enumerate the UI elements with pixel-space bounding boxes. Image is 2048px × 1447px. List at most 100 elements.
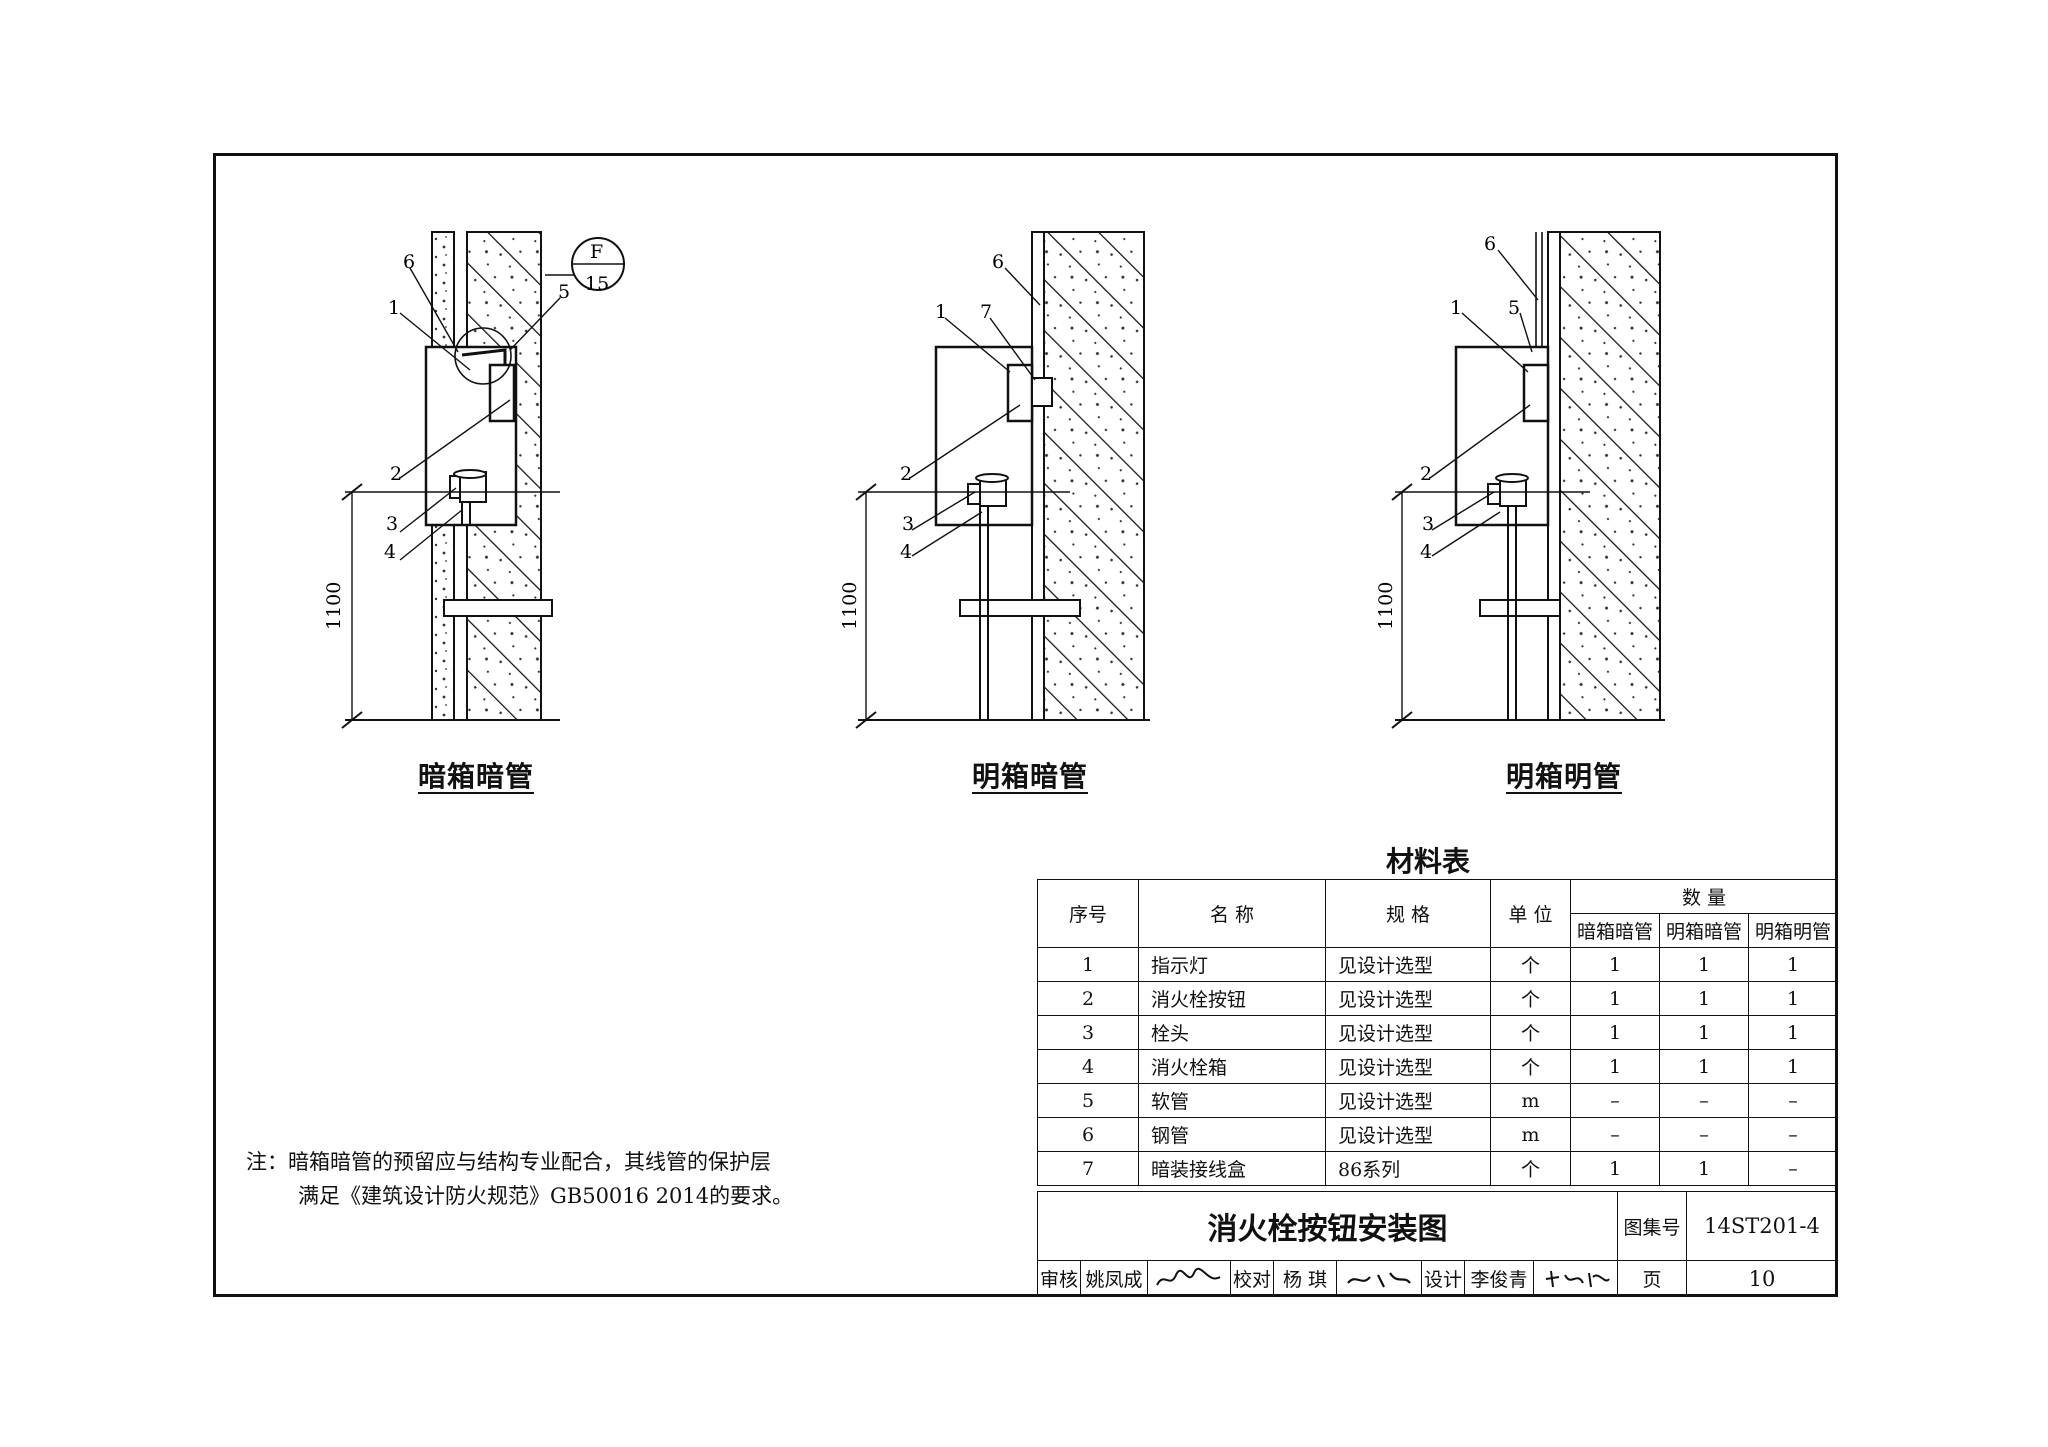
- table-row: 7 暗装接线盒 86系列 个 1 1 –: [1037, 1151, 1838, 1186]
- drawing-concealed-box-concealed-pipe: [341, 231, 625, 729]
- table-row: 6 钢管 见设计选型 m – – –: [1037, 1117, 1838, 1152]
- d3-label-6: 6: [1484, 233, 1496, 255]
- signature-icon: [1545, 1270, 1610, 1287]
- d2-height-dim: 1100: [839, 582, 861, 630]
- d1-label-2: 2: [390, 463, 402, 485]
- cell-qty: –: [1659, 1083, 1749, 1118]
- cell-qty: –: [1570, 1117, 1660, 1152]
- d1-callout-top: F: [590, 241, 603, 263]
- note-line-2: 满足《建筑设计防火规范》GB50016 2014的要求。: [298, 1184, 794, 1208]
- d3-label-2: 2: [1420, 463, 1432, 485]
- cell-spec: 见设计选型: [1325, 1049, 1491, 1084]
- reviewer-signature: [1147, 1260, 1231, 1297]
- cell-name: 软管: [1138, 1083, 1326, 1118]
- table-row: 2 消火栓按钮 见设计选型 个 1 1 1: [1037, 981, 1838, 1016]
- drawing-frame: [213, 153, 1838, 1297]
- header-qty-col-1: 暗箱暗管: [1570, 913, 1660, 948]
- d3-label-3: 3: [1422, 513, 1434, 535]
- cell-unit: m: [1490, 1083, 1571, 1118]
- review-label: 审核: [1037, 1260, 1081, 1297]
- cell-name: 指示灯: [1138, 947, 1326, 982]
- header-qty-col-3: 明箱明管: [1748, 913, 1838, 948]
- page-label: 页: [1617, 1260, 1687, 1297]
- cell-unit: m: [1490, 1117, 1571, 1152]
- materials-table: 序号 名 称 规 格 单 位 数 量 暗箱暗管 明箱暗管 明箱明管 1 指示灯 …: [1037, 879, 1838, 1186]
- caption-concealed-box-concealed-pipe: 暗箱暗管: [418, 760, 535, 793]
- cell-qty: –: [1748, 1083, 1838, 1118]
- note-line-1: 注：暗箱暗管的预留应与结构专业配合，其线管的保护层: [246, 1150, 771, 1174]
- cell-qty: 1: [1570, 1049, 1660, 1084]
- atlas-number: 14ST201-4: [1686, 1191, 1838, 1261]
- design-label: 设计: [1421, 1260, 1465, 1297]
- checker-signature: [1336, 1260, 1422, 1297]
- cell-unit: 个: [1490, 981, 1571, 1016]
- cell-unit: 个: [1490, 1015, 1571, 1050]
- cell-spec: 见设计选型: [1325, 1015, 1491, 1050]
- check-label: 校对: [1230, 1260, 1274, 1297]
- cell-name: 消火栓按钮: [1138, 981, 1326, 1016]
- caption-surface-box-concealed-pipe: 明箱暗管: [972, 760, 1089, 793]
- d1-callout-bottom: 15: [585, 273, 609, 295]
- cell-qty: –: [1748, 1151, 1838, 1186]
- cell-qty: –: [1748, 1117, 1838, 1152]
- d3-label-4: 4: [1420, 541, 1432, 563]
- d2-label-1: 1: [935, 301, 947, 323]
- table-row: 3 栓头 见设计选型 个 1 1 1: [1037, 1015, 1838, 1050]
- cell-qty: 1: [1570, 981, 1660, 1016]
- cell-qty: 1: [1659, 1049, 1749, 1084]
- cell-qty: 1: [1570, 947, 1660, 982]
- cell-no: 5: [1037, 1083, 1139, 1118]
- table-row: 1 指示灯 见设计选型 个 1 1 1: [1037, 947, 1838, 982]
- cell-spec: 见设计选型: [1325, 1083, 1491, 1118]
- cell-no: 2: [1037, 981, 1139, 1016]
- signature-icon: [1156, 1267, 1221, 1286]
- table-row: 5 软管 见设计选型 m – – –: [1037, 1083, 1838, 1118]
- cell-qty: 1: [1659, 947, 1749, 982]
- cell-qty: 1: [1748, 1049, 1838, 1084]
- cell-qty: 1: [1748, 981, 1838, 1016]
- d1-height-dim: 1100: [323, 582, 345, 630]
- cell-spec: 见设计选型: [1325, 1117, 1491, 1152]
- cell-qty: 1: [1570, 1015, 1660, 1050]
- cell-no: 1: [1037, 947, 1139, 982]
- cell-qty: 1: [1748, 947, 1838, 982]
- reviewer-name: 姚凤成: [1080, 1260, 1148, 1297]
- designer-signature: [1533, 1260, 1618, 1297]
- d2-label-2: 2: [900, 463, 912, 485]
- d3-label-5: 5: [1508, 297, 1520, 319]
- cell-name: 钢管: [1138, 1117, 1326, 1152]
- materials-table-title: 材料表: [1386, 845, 1471, 878]
- cell-qty: 1: [1659, 1015, 1749, 1050]
- header-name: 名 称: [1138, 879, 1326, 948]
- designer-name: 李俊青: [1464, 1260, 1534, 1297]
- caption-surface-box-surface-pipe: 明箱明管: [1506, 760, 1623, 793]
- drawing-surface-box-surface-pipe: [1391, 231, 1665, 729]
- d1-label-5: 5: [558, 281, 570, 303]
- d1-label-1: 1: [388, 297, 400, 319]
- drawing-surface-box-concealed-pipe: [855, 231, 1150, 729]
- d3-label-1: 1: [1450, 297, 1462, 319]
- header-qty-col-2: 明箱暗管: [1659, 913, 1749, 948]
- cell-name: 栓头: [1138, 1015, 1326, 1050]
- d1-label-6: 6: [403, 251, 415, 273]
- cell-qty: 1: [1748, 1015, 1838, 1050]
- table-row: 4 消火栓箱 见设计选型 个 1 1 1: [1037, 1049, 1838, 1084]
- d3-height-dim: 1100: [1375, 582, 1397, 630]
- d2-label-3: 3: [902, 513, 914, 535]
- cell-name: 暗装接线盒: [1138, 1151, 1326, 1186]
- title-block: 消火栓按钮安装图 图集号 14ST201-4 审核 姚凤成 校对 杨 琪 设计 …: [1037, 1191, 1838, 1297]
- cell-no: 6: [1037, 1117, 1139, 1152]
- cell-unit: 个: [1490, 1151, 1571, 1186]
- checker-name: 杨 琪: [1273, 1260, 1337, 1297]
- cell-unit: 个: [1490, 947, 1571, 982]
- note-text: 注：暗箱暗管的预留应与结构专业配合，其线管的保护层 满足《建筑设计防火规范》GB…: [246, 1145, 793, 1213]
- d2-label-6: 6: [992, 251, 1004, 273]
- d1-label-3: 3: [386, 513, 398, 535]
- cell-no: 7: [1037, 1151, 1139, 1186]
- d2-label-7: 7: [980, 301, 992, 323]
- cell-qty: 1: [1570, 1151, 1660, 1186]
- signature-icon: [1347, 1271, 1411, 1287]
- header-spec: 规 格: [1325, 879, 1491, 948]
- cell-spec: 见设计选型: [1325, 947, 1491, 982]
